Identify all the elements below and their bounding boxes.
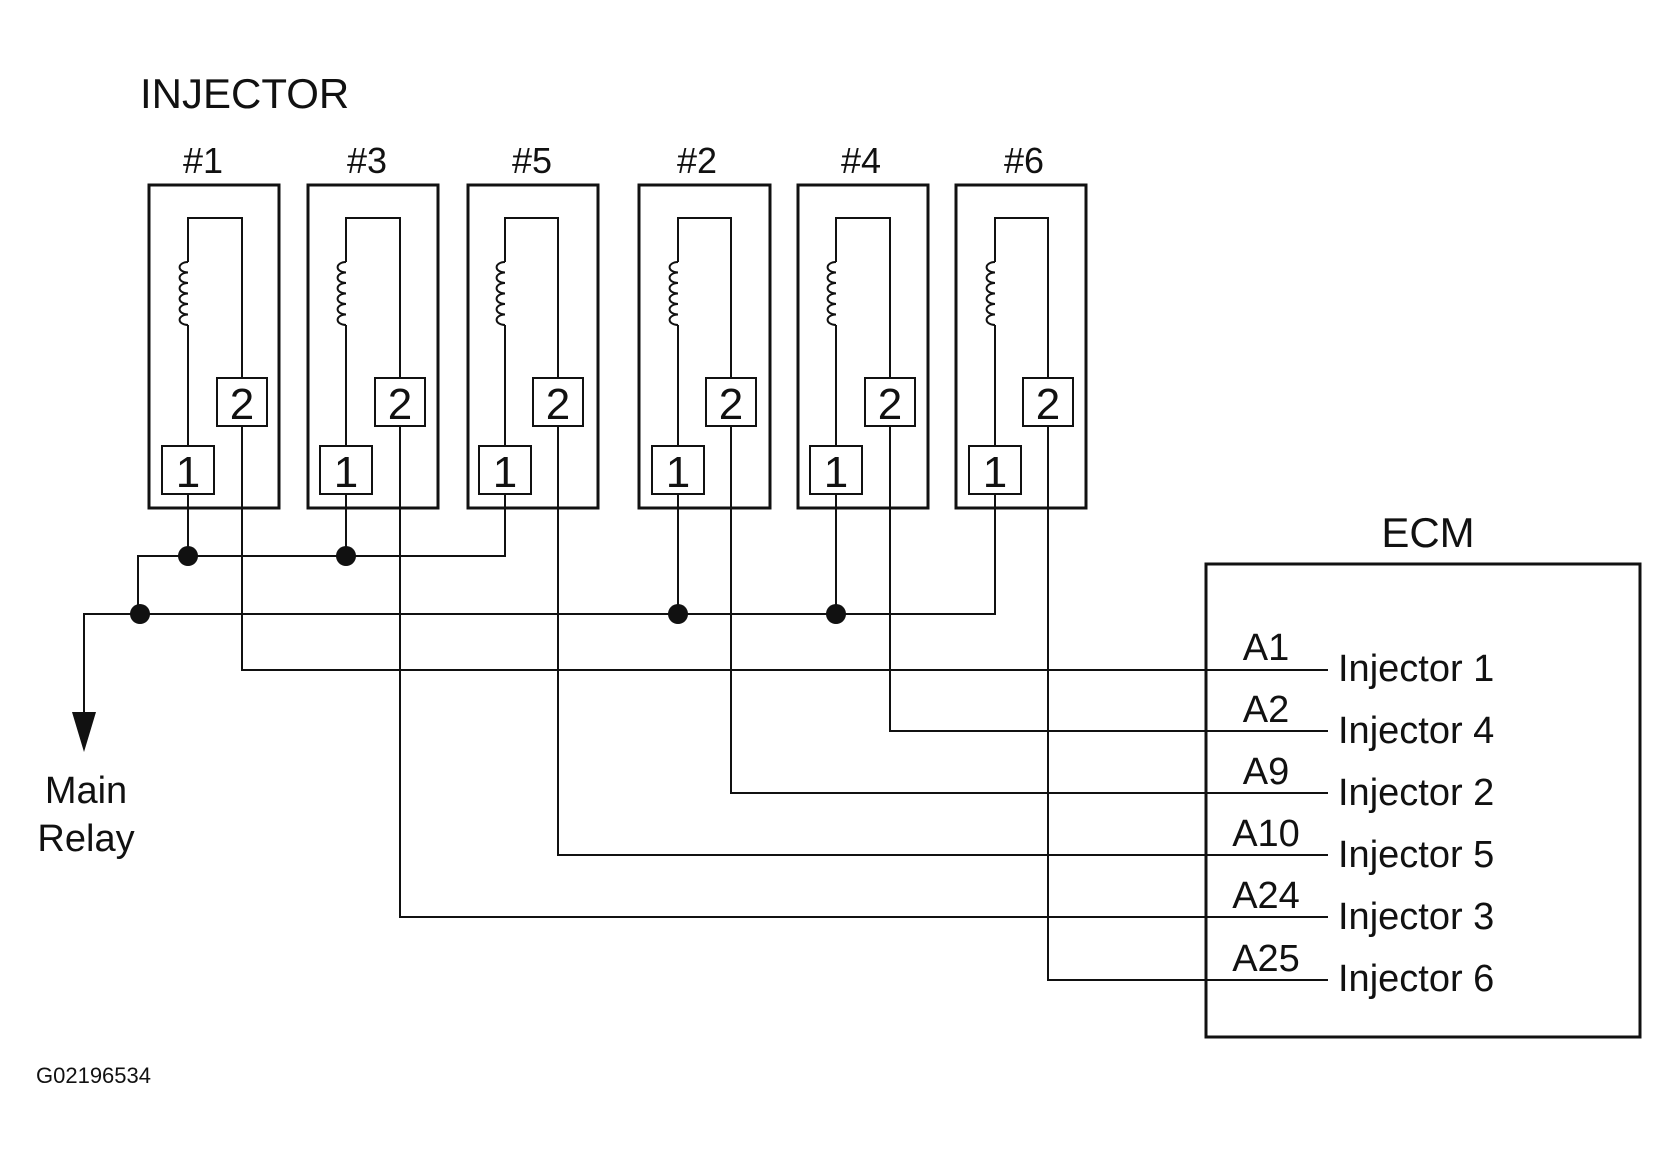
ecm-terminal-injector-4: Injector 4 <box>1338 710 1494 752</box>
injector-5-pin-1: 1 <box>493 448 517 497</box>
coil-3 <box>336 261 347 326</box>
injector-3-pin-2: 2 <box>388 380 412 429</box>
injector-label-4: #4 <box>841 140 881 181</box>
injector-label-2: #2 <box>677 140 717 181</box>
ecm-pin-a1: A1 <box>1243 627 1289 669</box>
coil-2 <box>668 261 679 326</box>
injector-block-3: 2 1 <box>306 183 440 510</box>
ecm-terminal-injector-3: Injector 3 <box>1338 896 1494 938</box>
junction-dot <box>130 604 150 624</box>
ecm-terminal-injector-6: Injector 6 <box>1338 958 1494 1000</box>
injector-5-pin-2: 2 <box>546 380 570 429</box>
junction-dot <box>336 546 356 566</box>
ecm-pin-a10: A10 <box>1232 813 1300 855</box>
injector-block-1: 2 1 <box>147 183 281 510</box>
injector-6-pin-1: 1 <box>983 448 1007 497</box>
figure-id: G02196534 <box>36 1063 151 1088</box>
ecm-box <box>1204 562 1642 1039</box>
coil-6 <box>985 261 996 326</box>
injector-1-pin-2: 2 <box>230 380 254 429</box>
ecm-terminal-injector-1: Injector 1 <box>1338 648 1494 690</box>
ecm-pin-a25: A25 <box>1232 938 1300 980</box>
injector-block-4: 2 1 <box>796 183 930 510</box>
junction-dot <box>668 604 688 624</box>
injector-label-1: #1 <box>183 140 223 181</box>
injector-4-pin-1: 1 <box>824 448 848 497</box>
coil-5 <box>495 261 506 326</box>
injector-block-6: 2 1 <box>954 183 1088 510</box>
injector-4-pin-2: 2 <box>878 380 902 429</box>
ecm-pin-a2: A2 <box>1243 689 1289 731</box>
ecm-terminal-injector-2: Injector 2 <box>1338 772 1494 814</box>
injector-1-pin-1: 1 <box>176 448 200 497</box>
signal-wires <box>241 426 1328 981</box>
junction-dot <box>826 604 846 624</box>
arrow-down-icon <box>72 712 96 752</box>
injector-label-5: #5 <box>512 140 552 181</box>
ecm-terminal-injector-5: Injector 5 <box>1338 834 1494 876</box>
injector-2-pin-2: 2 <box>719 380 743 429</box>
main-relay-label-line1: Main <box>45 770 127 812</box>
injector-block-2: 2 1 <box>637 183 772 510</box>
coil-1 <box>178 261 189 326</box>
injector-6-pin-2: 2 <box>1036 380 1060 429</box>
junction-dot <box>178 546 198 566</box>
ecm-title: ECM <box>1381 509 1474 556</box>
injector-block-5: 2 1 <box>466 183 600 510</box>
injector-label-3: #3 <box>347 140 387 181</box>
injector-label-6: #6 <box>1004 140 1044 181</box>
main-relay-label-line2: Relay <box>37 818 134 860</box>
coil-4 <box>826 261 837 326</box>
injector-3-pin-1: 1 <box>334 448 358 497</box>
injector-2-pin-1: 1 <box>666 448 690 497</box>
power-bus <box>72 494 996 752</box>
injector-title: INJECTOR <box>140 70 349 117</box>
ecm-pin-a24: A24 <box>1232 875 1300 917</box>
ecm-pin-a9: A9 <box>1243 751 1289 793</box>
